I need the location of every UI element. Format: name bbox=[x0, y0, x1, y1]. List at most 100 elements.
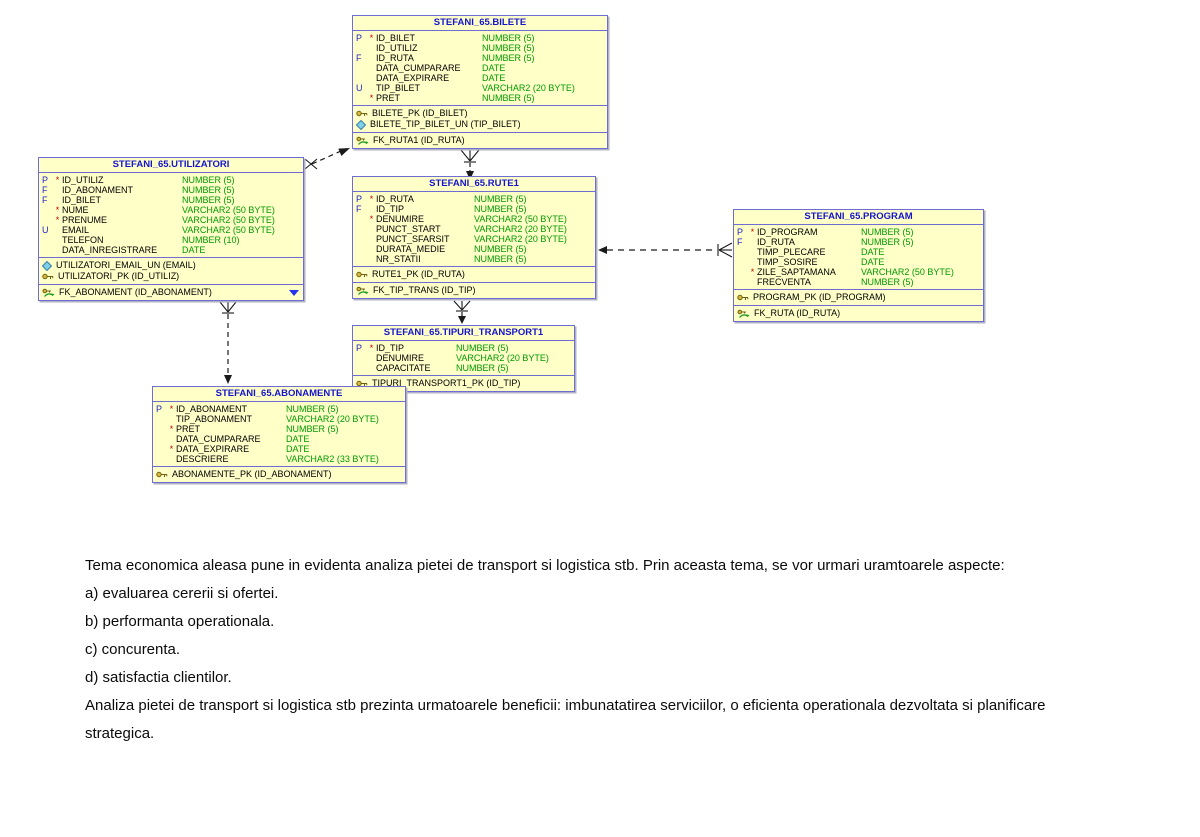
column-required-marker bbox=[367, 254, 376, 264]
column-name: DENUMIRE bbox=[376, 353, 425, 363]
column-name: ID_BILET bbox=[376, 33, 416, 43]
column-key-flag bbox=[153, 454, 167, 464]
column-key-flag bbox=[39, 215, 53, 225]
key-label: FK_RUTA1 (ID_RUTA) bbox=[373, 135, 465, 145]
column-datatype: NUMBER (10) bbox=[182, 235, 240, 245]
keys-section: UTILIZATORI_EMAIL_UN (EMAIL)UTILIZATORI_… bbox=[39, 257, 303, 284]
column-name: TIMP_PLECARE bbox=[757, 247, 826, 257]
column-required-marker: * bbox=[369, 214, 374, 224]
column-key-flag: F bbox=[356, 53, 362, 63]
column-name: PUNCT_START bbox=[376, 224, 441, 234]
column-name: DATA_CUMPARARE bbox=[176, 434, 261, 444]
column-row: DURATA_MEDIE NUMBER (5) bbox=[353, 244, 595, 254]
column-key-flag bbox=[734, 247, 748, 257]
column-name: PUNCT_SFARSIT bbox=[376, 234, 450, 244]
relationship-program-rute1 bbox=[598, 242, 733, 258]
table-title: STEFANI_65.UTILIZATORI bbox=[39, 158, 303, 173]
column-key-flag: U bbox=[42, 225, 49, 235]
column-key-flag bbox=[39, 205, 53, 215]
column-datatype: VARCHAR2 (20 BYTE) bbox=[474, 224, 567, 234]
column-datatype: VARCHAR2 (20 BYTE) bbox=[286, 414, 379, 424]
note-paragraph: c) concurenta. bbox=[85, 641, 181, 658]
column-name: PRET bbox=[176, 424, 201, 434]
column-key-flag bbox=[734, 257, 748, 267]
column-datatype: VARCHAR2 (50 BYTE) bbox=[861, 267, 954, 277]
table-title: STEFANI_65.BILETE bbox=[353, 16, 607, 31]
key-label: RUTE1_PK (ID_RUTA) bbox=[372, 269, 465, 279]
column-datatype: NUMBER (5) bbox=[474, 204, 527, 214]
column-datatype: NUMBER (5) bbox=[861, 277, 914, 287]
column-required-marker bbox=[367, 63, 376, 73]
column-datatype: VARCHAR2 (50 BYTE) bbox=[182, 215, 275, 225]
column-datatype: VARCHAR2 (20 BYTE) bbox=[474, 234, 567, 244]
column-datatype: VARCHAR2 (20 BYTE) bbox=[482, 83, 575, 93]
column-required-marker: * bbox=[55, 215, 60, 225]
column-datatype: NUMBER (5) bbox=[861, 227, 914, 237]
column-required-marker: * bbox=[55, 205, 60, 215]
column-name: ID_ABONAMENT bbox=[176, 404, 248, 414]
column-row: PUNCT_START VARCHAR2 (20 BYTE) bbox=[353, 224, 595, 234]
column-key-flag: P bbox=[737, 227, 744, 237]
column-key-flag bbox=[353, 254, 367, 264]
column-required-marker bbox=[748, 277, 757, 287]
column-name: ID_RUTA bbox=[757, 237, 795, 247]
column-name: DURATA_MEDIE bbox=[376, 244, 446, 254]
column-key-flag bbox=[39, 235, 53, 245]
column-required-marker bbox=[748, 247, 757, 257]
column-datatype: VARCHAR2 (20 BYTE) bbox=[456, 353, 549, 363]
key-row: RUTE1_PK (ID_RUTA) bbox=[353, 269, 595, 280]
key-label: PROGRAM_PK (ID_PROGRAM) bbox=[753, 292, 886, 302]
note-paragraph: b) performanta operationala. bbox=[85, 613, 275, 630]
key-row: UTILIZATORI_PK (ID_UTILIZ) bbox=[39, 271, 303, 282]
keys-section: ABONAMENTE_PK (ID_ABONAMENT) bbox=[153, 466, 405, 482]
column-key-flag: P bbox=[156, 404, 163, 414]
key-row: BILETE_TIP_BILET_UN (TIP_BILET) bbox=[353, 119, 607, 130]
column-datatype: DATE bbox=[482, 63, 506, 73]
column-key-flag: F bbox=[737, 237, 743, 247]
column-key-flag bbox=[153, 424, 167, 434]
key-label: FK_TIP_TRANS (ID_TIP) bbox=[373, 285, 476, 295]
column-datatype: NUMBER (5) bbox=[474, 244, 527, 254]
column-required-marker: * bbox=[169, 444, 174, 454]
key-label: ABONAMENTE_PK (ID_ABONAMENT) bbox=[172, 469, 332, 479]
unique-constraint-icon bbox=[356, 119, 366, 130]
key-label: FK_ABONAMENT (ID_ABONAMENT) bbox=[59, 287, 212, 297]
column-key-flag: U bbox=[356, 83, 363, 93]
primary-key-icon bbox=[156, 470, 168, 479]
column-name: EMAIL bbox=[62, 225, 90, 235]
column-datatype: NUMBER (5) bbox=[482, 93, 535, 103]
column-required-marker: * bbox=[369, 343, 374, 353]
relationship-utilizatori-abonamente bbox=[219, 301, 237, 384]
column-datatype: DATE bbox=[286, 434, 310, 444]
key-row: TIPURI_TRANSPORT1_PK (ID_TIP) bbox=[353, 378, 574, 389]
foreign-key-icon bbox=[42, 288, 55, 298]
more-foreign-keys-icon[interactable] bbox=[289, 289, 299, 296]
column-required-marker bbox=[167, 414, 176, 424]
column-name: TELEFON bbox=[62, 235, 104, 245]
foreign-key-row: FK_RUTA1 (ID_RUTA) bbox=[353, 135, 607, 146]
column-name: ID_RUTA bbox=[376, 194, 414, 204]
primary-key-icon bbox=[356, 379, 368, 388]
primary-key-icon bbox=[42, 272, 54, 281]
foreign-keys-section: FK_TIP_TRANS (ID_TIP) bbox=[353, 282, 595, 298]
